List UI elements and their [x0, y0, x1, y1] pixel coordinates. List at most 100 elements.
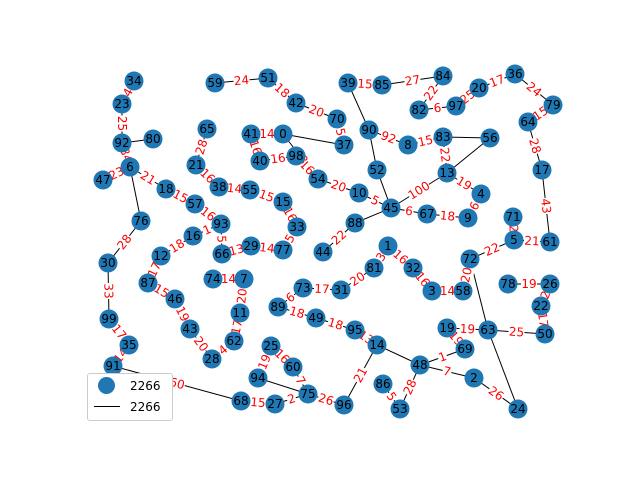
- node-label: 37: [336, 138, 351, 152]
- node-marker: [478, 320, 498, 340]
- node-37: 37: [334, 135, 354, 155]
- node-label: 0: [279, 127, 287, 141]
- node-marker: [437, 318, 457, 338]
- edge-label-text: 92: [379, 128, 398, 147]
- node-label: 28: [204, 352, 219, 366]
- node-label: 15: [275, 195, 290, 209]
- node-label: 50: [537, 327, 552, 341]
- legend-node-label: 2266: [130, 379, 161, 393]
- node-label: 78: [500, 277, 515, 291]
- node-label: 87: [140, 276, 155, 290]
- node-39: 39: [338, 73, 358, 93]
- node-label: 59: [207, 76, 222, 90]
- node-49: 49: [306, 308, 326, 328]
- edge-label-background: [170, 186, 191, 207]
- edge-label-73-31: 17: [313, 281, 331, 297]
- node-label: 75: [300, 387, 315, 401]
- node-18: 18: [156, 179, 176, 199]
- node-label: 11: [232, 306, 247, 320]
- edge-label-75-96: 26: [316, 390, 336, 409]
- node-marker: [433, 127, 453, 147]
- edge-label-background: [285, 390, 298, 408]
- node-marker: [417, 204, 437, 224]
- edge-label-background: [508, 324, 525, 340]
- edge-label-text: 18: [288, 304, 307, 322]
- node-marker: [403, 258, 423, 278]
- edge-label-text: 14: [226, 181, 243, 196]
- node-label: 2: [470, 371, 478, 385]
- edge-label-background: [215, 341, 231, 359]
- node-label: 23: [114, 97, 129, 111]
- node-label: 73: [295, 281, 310, 295]
- node-24: 24: [508, 399, 528, 419]
- edge-label-25-94: 19: [255, 351, 274, 373]
- edge-label-text: 28: [526, 137, 544, 156]
- edge-label-background: [328, 226, 350, 249]
- edge-label-background: [287, 303, 307, 322]
- node-marker: [112, 94, 132, 114]
- edge-label-background: [281, 231, 299, 246]
- edge-label-text: 14: [440, 284, 455, 298]
- node-label: 63: [480, 323, 495, 337]
- node-label: 32: [405, 261, 420, 275]
- node-label: 31: [333, 283, 348, 297]
- edge-label-65-21: 28: [192, 137, 211, 157]
- edge-label-30-99: 33: [101, 282, 116, 300]
- node-marker: [359, 120, 379, 140]
- node-label: 36: [507, 67, 522, 81]
- edge-label-background: [534, 311, 552, 329]
- node-25: 25: [261, 336, 281, 356]
- node-label: 6: [126, 160, 134, 174]
- edge-label-14-96: 21: [350, 364, 371, 386]
- node-marker: [390, 399, 410, 419]
- node-72: 72: [460, 249, 480, 269]
- edge-label-background: [523, 233, 541, 249]
- node-87: 87: [138, 273, 158, 293]
- node-56: 56: [480, 128, 500, 148]
- node-57: 57: [185, 194, 205, 214]
- node-label: 33: [289, 220, 304, 234]
- node-28: 28: [202, 349, 222, 369]
- edge-label-background: [400, 376, 420, 398]
- node-51: 51: [258, 68, 278, 88]
- node-label: 69: [457, 342, 472, 356]
- node-20: 20: [469, 78, 489, 98]
- edge-label-background: [435, 348, 450, 366]
- node-label: 57: [187, 197, 202, 211]
- edge-label-38-55: 14: [225, 180, 244, 197]
- edge-label-background: [328, 176, 349, 196]
- node-label: 82: [411, 103, 426, 117]
- edge-label-36-79: 24: [523, 79, 545, 100]
- edge-label-text: 26: [486, 383, 507, 403]
- edge-label-background: [220, 272, 237, 286]
- node-label: 99: [101, 312, 116, 326]
- edge-label-background: [192, 137, 211, 157]
- node-67: 67: [417, 204, 437, 224]
- node-marker: [283, 357, 303, 377]
- node-99: 99: [99, 309, 119, 329]
- node-marker: [410, 355, 430, 375]
- node-marker: [93, 170, 113, 190]
- node-marker: [165, 289, 185, 309]
- edge-label-text: 17: [535, 311, 551, 328]
- node-marker: [209, 177, 229, 197]
- edge-label-text: 6: [433, 101, 442, 116]
- node-marker: [180, 319, 200, 339]
- edge-label-background: [521, 277, 537, 291]
- node-label: 22: [533, 299, 548, 313]
- edge-label-78-26: 19: [521, 277, 537, 291]
- node-label: 4: [477, 187, 485, 201]
- node-92: 92: [112, 133, 132, 153]
- edge-label-background: [225, 180, 244, 197]
- node-label: 35: [121, 338, 136, 352]
- edge-label-text: 19: [460, 322, 476, 337]
- edge-label-background: [453, 173, 475, 194]
- edge-label-background: [190, 333, 212, 355]
- node-marker: [345, 213, 365, 233]
- edge-label-89-49: 18: [287, 303, 307, 322]
- node-marker: [240, 180, 260, 200]
- node-label: 56: [482, 131, 497, 145]
- edge-label-7-11: 20: [234, 287, 250, 305]
- node-marker: [460, 249, 480, 269]
